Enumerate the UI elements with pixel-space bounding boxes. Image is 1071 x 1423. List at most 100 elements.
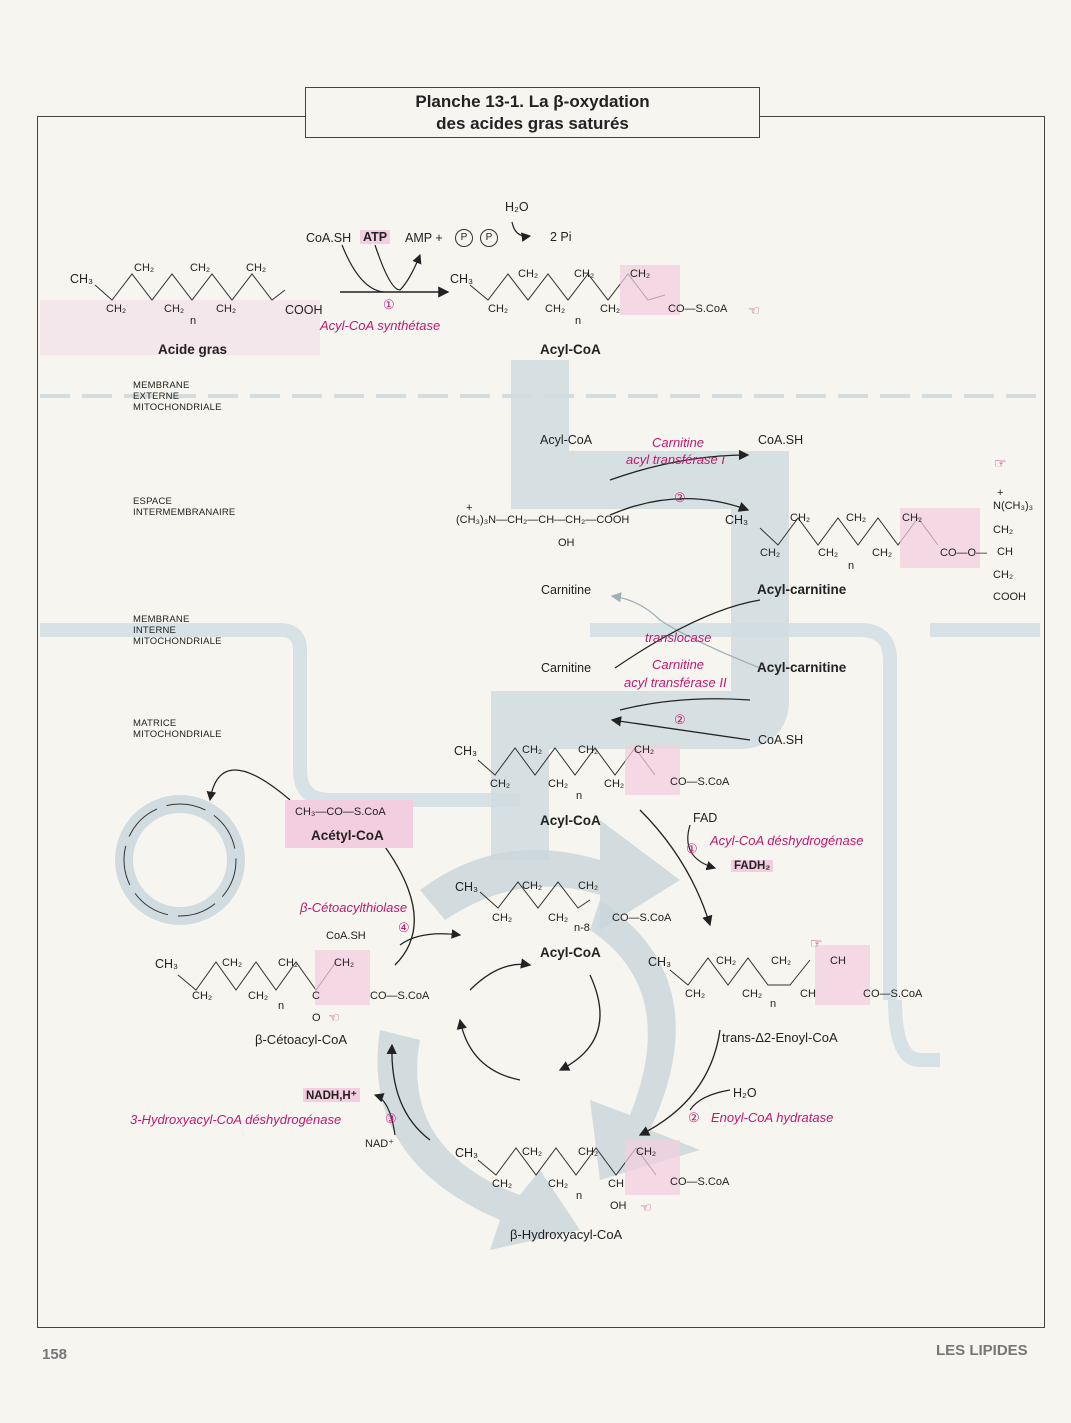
fa-cooh: COOH bbox=[285, 303, 323, 317]
label-cetoacyl: β-Cétoacyl-CoA bbox=[255, 1032, 348, 1047]
fa-ch2-b: CH₂ bbox=[106, 303, 127, 315]
ce-ch2-a: CH₂ bbox=[222, 957, 243, 969]
acar-co-o: CO—O— bbox=[940, 547, 988, 559]
nadh-label: NADH,H⁺ bbox=[303, 1088, 360, 1102]
cycle-num-3: ③ bbox=[385, 1111, 397, 1126]
carnitine-label-2: Carnitine bbox=[541, 661, 592, 675]
reagent-p1: P bbox=[455, 229, 473, 247]
ce-ch2-b: CH₂ bbox=[192, 990, 213, 1002]
fadh2-label: FADH₂ bbox=[731, 860, 774, 872]
am-ch2-a: CH₂ bbox=[522, 744, 543, 756]
ac1-coscoa: CO—S.CoA bbox=[668, 303, 728, 315]
transport-num-1: ② bbox=[674, 490, 686, 505]
acar-side-cooh: COOH bbox=[993, 591, 1026, 603]
carnitine-formula: (CH₃)₃N—CH₂—CH—CH₂—COOH bbox=[456, 514, 630, 526]
reagent-coash: CoA.SH bbox=[306, 231, 352, 245]
hy-oh: OH bbox=[610, 1200, 627, 1212]
acar-ch2-b: CH₂ bbox=[760, 547, 781, 559]
frame-top-left bbox=[37, 116, 305, 117]
reagent-h2o: H₂O bbox=[505, 200, 529, 214]
reagent-2pi: 2 Pi bbox=[550, 230, 572, 244]
hy-ch3: CH₃ bbox=[455, 1146, 479, 1160]
frame-top-right bbox=[760, 116, 1045, 117]
ac8-ch2-b: CH₂ bbox=[492, 912, 513, 924]
transport-num-2: ② bbox=[674, 712, 686, 727]
title-line-1: Planche 13-1. La β-oxydation bbox=[415, 92, 650, 111]
cycle-num-4: ④ bbox=[398, 920, 410, 935]
ac8-n8: n-8 bbox=[574, 922, 590, 934]
hy-ch2-b: CH₂ bbox=[492, 1178, 513, 1190]
label-acylcoa-center: Acyl-CoA bbox=[540, 945, 601, 960]
thiolase-coash: CoA.SH bbox=[326, 930, 366, 942]
acar-ch2-e: CH₂ bbox=[902, 512, 923, 524]
acetylcoa-formula: CH₃—CO—S.CoA bbox=[295, 806, 386, 818]
reagent-p2: P bbox=[480, 229, 498, 247]
ce-ch2-c: CH₂ bbox=[278, 957, 299, 969]
ce-n: n bbox=[278, 1000, 285, 1012]
label-acylcarnitine-1: Acyl-carnitine bbox=[757, 582, 847, 597]
cycle-num-2: ② bbox=[688, 1110, 700, 1125]
ce-coscoa: CO—S.CoA bbox=[370, 990, 430, 1002]
acar-ch2-d: CH₂ bbox=[818, 547, 839, 559]
am-n: n bbox=[576, 790, 583, 802]
nad-label: NAD⁺ bbox=[365, 1138, 395, 1150]
en-ch2-b: CH₂ bbox=[685, 988, 706, 1000]
ac1-ch2-f: CH₂ bbox=[600, 303, 621, 315]
enzyme-cat2-line1: Carnitine bbox=[652, 657, 705, 672]
enzyme-cat1-line2: acyl transférase I bbox=[626, 452, 725, 467]
en-ch2-c: CH₂ bbox=[771, 955, 792, 967]
am-ch2-c: CH₂ bbox=[578, 744, 599, 756]
ac8-ch2-a: CH₂ bbox=[522, 880, 543, 892]
fa-ch2-f: CH₂ bbox=[216, 303, 237, 315]
ce-ch3: CH₃ bbox=[155, 957, 179, 971]
label-hydroxyacyl: β-Hydroxyacyl-CoA bbox=[510, 1227, 623, 1242]
title-line-2: des acides gras saturés bbox=[436, 114, 629, 133]
page-number: 158 bbox=[42, 1346, 68, 1363]
am-ch2-e: CH₂ bbox=[634, 744, 655, 756]
ac1-ch2-b: CH₂ bbox=[488, 303, 509, 315]
hy-ch2-d: CH₂ bbox=[548, 1178, 569, 1190]
acar-side-ch2b: CH₂ bbox=[993, 569, 1014, 581]
en-ch-a: CH bbox=[800, 988, 816, 1000]
highlight-acetylcoa bbox=[285, 800, 413, 848]
hand-icon-2: ☞ bbox=[994, 455, 1007, 471]
enzyme-thiolase: β-Cétoacylthiolase bbox=[300, 900, 408, 915]
label-acide-gras: Acide gras bbox=[158, 342, 228, 357]
am-ch2-d: CH₂ bbox=[548, 778, 569, 790]
translocase-label: translocase bbox=[645, 630, 712, 645]
highlight-cetoacyl bbox=[315, 950, 370, 1005]
am-coscoa: CO—S.CoA bbox=[670, 776, 730, 788]
hy-ch: CH bbox=[608, 1178, 624, 1190]
label-acetylcoa: Acétyl-CoA bbox=[311, 828, 384, 843]
en-n: n bbox=[770, 998, 777, 1010]
enzyme-acylcoa-synthetase: Acyl-CoA synthétase bbox=[320, 318, 441, 333]
fa-ch3: CH₃ bbox=[70, 272, 94, 286]
ac8-ch2-c: CH₂ bbox=[578, 880, 599, 892]
acar-ch2-a: CH₂ bbox=[790, 512, 811, 524]
label-acylcoa-matrix: Acyl-CoA bbox=[540, 813, 601, 828]
ac8-coscoa: CO—S.CoA bbox=[612, 912, 672, 924]
acar-side-n: N(CH₃)₃ bbox=[993, 500, 1034, 512]
ac8-ch3: CH₃ bbox=[455, 880, 479, 894]
hy-ch2-a: CH₂ bbox=[522, 1146, 543, 1158]
enzyme-cat1-line1: Carnitine bbox=[652, 435, 705, 450]
highlight-acylcarnitine bbox=[900, 508, 980, 568]
hand-icon-5: ☜ bbox=[328, 1010, 340, 1025]
label-acylcoa-top: Acyl-CoA bbox=[540, 342, 601, 357]
carnitine-plus: + bbox=[466, 502, 473, 514]
reagent-amp: AMP + bbox=[405, 231, 443, 245]
transport-coash-bottom: CoA.SH bbox=[758, 733, 804, 747]
hy-ch2-e: CH₂ bbox=[636, 1146, 657, 1158]
hy-coscoa: CO—S.CoA bbox=[670, 1176, 730, 1188]
transport-acylcoa: Acyl-CoA bbox=[540, 433, 593, 447]
en-ch2-a: CH₂ bbox=[716, 955, 737, 967]
acar-n: n bbox=[848, 560, 855, 572]
step1-number: ① bbox=[383, 297, 395, 312]
reagent-atp: ATP bbox=[360, 230, 391, 244]
ce-c: C bbox=[312, 990, 320, 1002]
enzyme-cat2-line2: acyl transférase II bbox=[624, 675, 727, 690]
